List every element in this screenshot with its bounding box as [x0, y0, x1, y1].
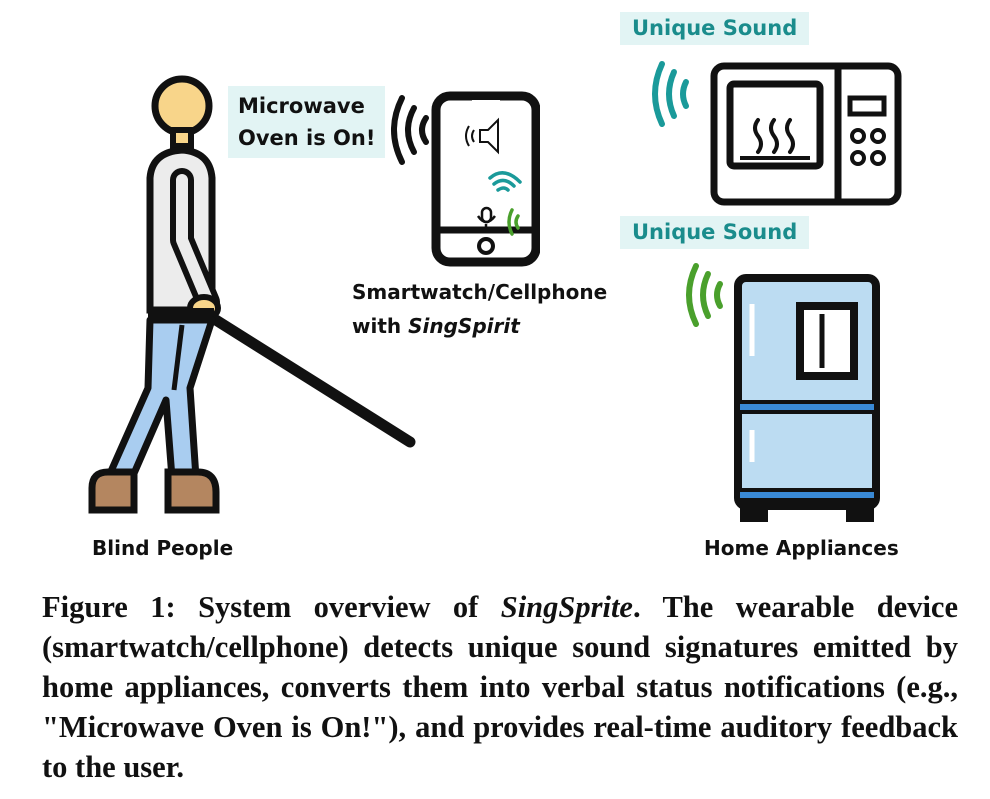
person-with-cane-icon	[88, 75, 416, 514]
caption-system-name: SingSprite	[500, 590, 633, 624]
sound-wave-icon	[391, 95, 429, 165]
device-label-prefix: with	[352, 314, 409, 338]
device-label-line2: with SingSpirit	[352, 314, 520, 338]
speech-bubble: Microwave Oven is On!	[228, 86, 386, 158]
caption-body: . The wearable device (smartwatch/cellph…	[42, 590, 958, 784]
unique-sound-tag-fridge: Unique Sound	[620, 216, 810, 250]
home-appliances-label: Home Appliances	[704, 536, 899, 560]
blind-people-label: Blind People	[92, 536, 234, 560]
sound-wave-icon	[652, 61, 689, 127]
microwave-icon	[710, 62, 902, 206]
app-name: SingSpirit	[408, 314, 520, 338]
caption-prefix: Figure 1: System overview of	[42, 590, 501, 624]
unique-sound-tag-microwave: Unique Sound	[620, 12, 810, 46]
smartphone-icon	[391, 91, 540, 267]
microphone-icon	[476, 206, 496, 229]
speaker-icon	[465, 117, 499, 155]
sound-wave-icon	[686, 263, 723, 327]
device-label-line1: Smartwatch/Cellphone	[352, 280, 608, 304]
figure-caption: Figure 1: System overview of SingSprite.…	[42, 587, 958, 787]
fridge-icon	[734, 274, 880, 522]
